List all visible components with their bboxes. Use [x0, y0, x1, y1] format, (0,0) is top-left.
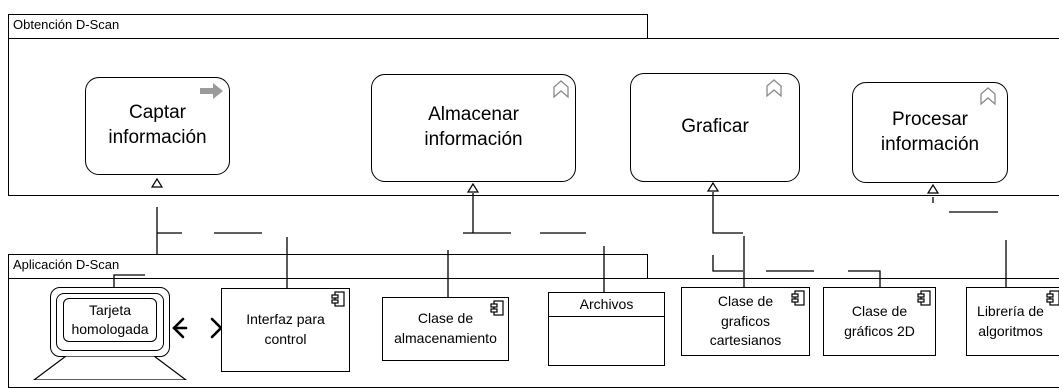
connector-lines [113, 177, 1007, 339]
component-icon [791, 290, 805, 306]
component-clase-de-almacenamiento[interactable]: Clase de almacenamiento [382, 297, 509, 361]
component-clase-de-graficos-cartesianos[interactable]: Clase de graficos cartesianos [681, 287, 810, 356]
component-label: Clase de graficos cartesianos [709, 293, 782, 349]
process-procesar-informacion[interactable]: Procesar información [852, 82, 1008, 183]
component-label: Clase de gráficos 2D [844, 302, 915, 339]
component-icon [1046, 290, 1059, 306]
process-label: Graficar [681, 116, 749, 138]
arrow-right-icon [200, 83, 223, 99]
process-label: Procesar información [880, 108, 980, 155]
artifact-archivos[interactable]: Archivos [548, 292, 665, 366]
component-label: Clase de almacenamiento [394, 310, 497, 346]
process-label: Captar información [108, 102, 207, 148]
chevron-up-icon [980, 87, 996, 106]
chevron-up-icon [766, 79, 782, 98]
process-label: Almacenar información [424, 104, 523, 150]
device-tarjeta-homologada[interactable]: Tarjeta homologada [50, 287, 170, 357]
component-libreria-de-algoritmos[interactable]: Librería de algoritmos [966, 287, 1059, 356]
device-label: Tarjeta homologada [63, 298, 157, 342]
process-graficar[interactable]: Graficar [630, 73, 800, 182]
layer-obtencion-label: Obtención D-Scan [8, 14, 648, 39]
component-icon [331, 291, 345, 307]
artifact-label: Archivos [549, 293, 664, 317]
component-label: Librería de algoritmos [977, 302, 1044, 339]
process-almacenar-informacion[interactable]: Almacenar información [371, 74, 576, 182]
component-label: Interfaz para control [246, 311, 325, 347]
device-base [33, 356, 187, 380]
component-icon [490, 300, 504, 316]
process-captar-informacion[interactable]: Captar información [85, 77, 230, 175]
component-interfaz-para-control[interactable]: Interfaz para control [221, 288, 350, 372]
chevron-up-icon [553, 80, 569, 99]
component-clase-de-graficos-2d[interactable]: Clase de gráficos 2D [823, 287, 936, 356]
component-icon [917, 290, 931, 306]
